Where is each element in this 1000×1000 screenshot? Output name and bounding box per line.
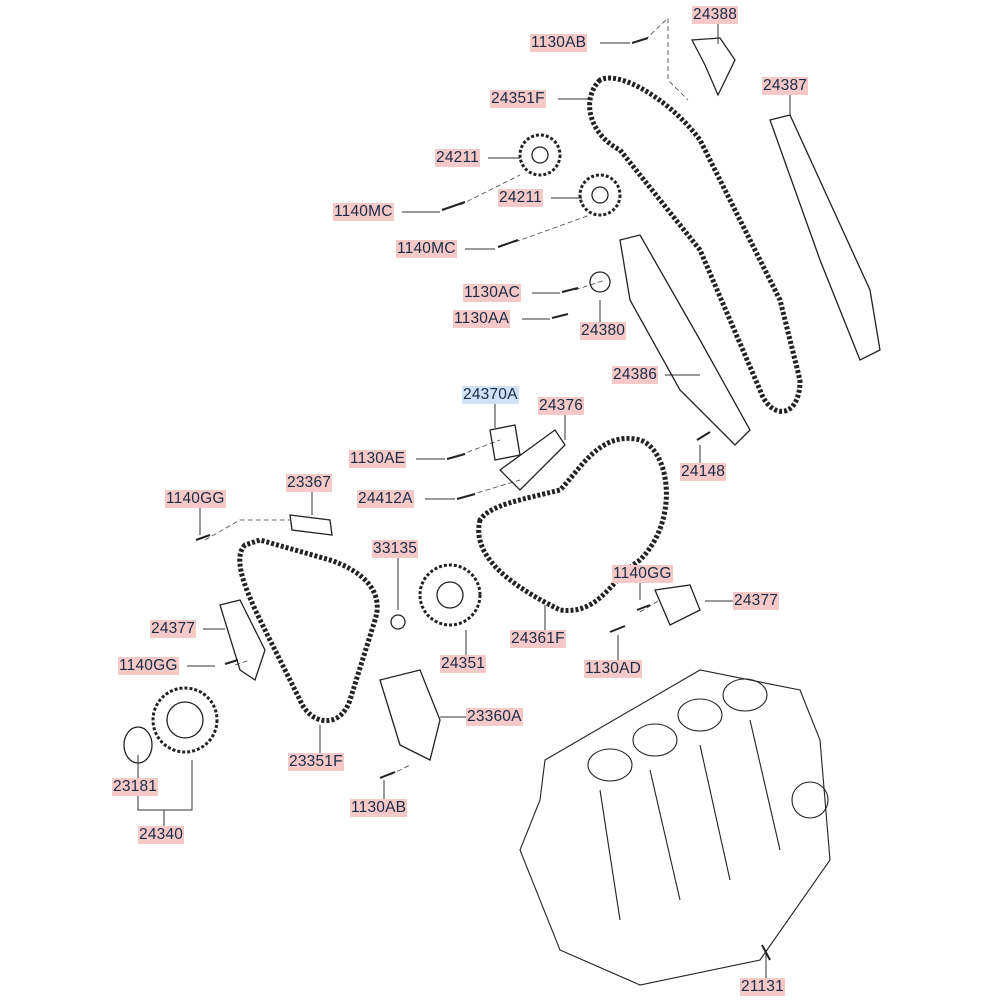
part-label-1130ab[interactable]: 1130AB (530, 34, 588, 52)
part-label-1130ab[interactable]: 1130AB (350, 799, 408, 817)
part-label-24211[interactable]: 24211 (435, 149, 480, 167)
part-label-21131[interactable]: 21131 (740, 978, 785, 996)
part-label-24386[interactable]: 24386 (612, 366, 659, 384)
sprocket-hubs (123, 146, 611, 764)
part-label-1130ac[interactable]: 1130AC (463, 284, 522, 302)
part-label-1140mc[interactable]: 1140MC (396, 240, 457, 258)
part-label-24377[interactable]: 24377 (733, 592, 780, 610)
part-label-23367[interactable]: 23367 (286, 474, 333, 492)
part-label-1130ad[interactable]: 1130AD (584, 660, 643, 678)
part-label-23181[interactable]: 23181 (112, 778, 159, 796)
part-label-1130aa[interactable]: 1130AA (453, 310, 511, 328)
part-label-1140gg[interactable]: 1140GG (612, 565, 673, 583)
upper-timing-chain (587, 75, 803, 414)
part-label-23351f[interactable]: 23351F (288, 753, 344, 771)
part-label-24361f[interactable]: 24361F (510, 630, 566, 648)
part-label-24351[interactable]: 24351 (440, 655, 487, 673)
part-label-1130ae[interactable]: 1130AE (349, 450, 407, 468)
part-label-24340[interactable]: 24340 (138, 826, 185, 844)
part-label-24370a[interactable]: 24370A (462, 386, 519, 404)
part-label-24412a[interactable]: 24412A (357, 490, 414, 508)
leader-lines (137, 24, 791, 978)
sprockets (151, 133, 622, 754)
part-label-24377[interactable]: 24377 (150, 620, 197, 638)
part-label-24148[interactable]: 24148 (680, 463, 727, 481)
part-label-24351f[interactable]: 24351F (490, 90, 546, 108)
part-label-24388[interactable]: 24388 (692, 6, 739, 24)
engine-block (519, 669, 831, 986)
part-label-24380[interactable]: 24380 (580, 322, 627, 340)
lower-timing-chain (237, 435, 669, 724)
part-label-1140gg[interactable]: 1140GG (118, 657, 179, 675)
part-label-24211[interactable]: 24211 (498, 189, 543, 207)
part-label-24387[interactable]: 24387 (762, 77, 809, 95)
part-label-1140mc[interactable]: 1140MC (333, 203, 394, 221)
bolts (195, 37, 771, 961)
chain-guides (219, 37, 881, 682)
part-label-23360a[interactable]: 23360A (466, 708, 523, 726)
part-label-24376[interactable]: 24376 (538, 397, 585, 415)
part-label-33135[interactable]: 33135 (372, 540, 419, 558)
part-label-1140gg[interactable]: 1140GG (165, 490, 226, 508)
